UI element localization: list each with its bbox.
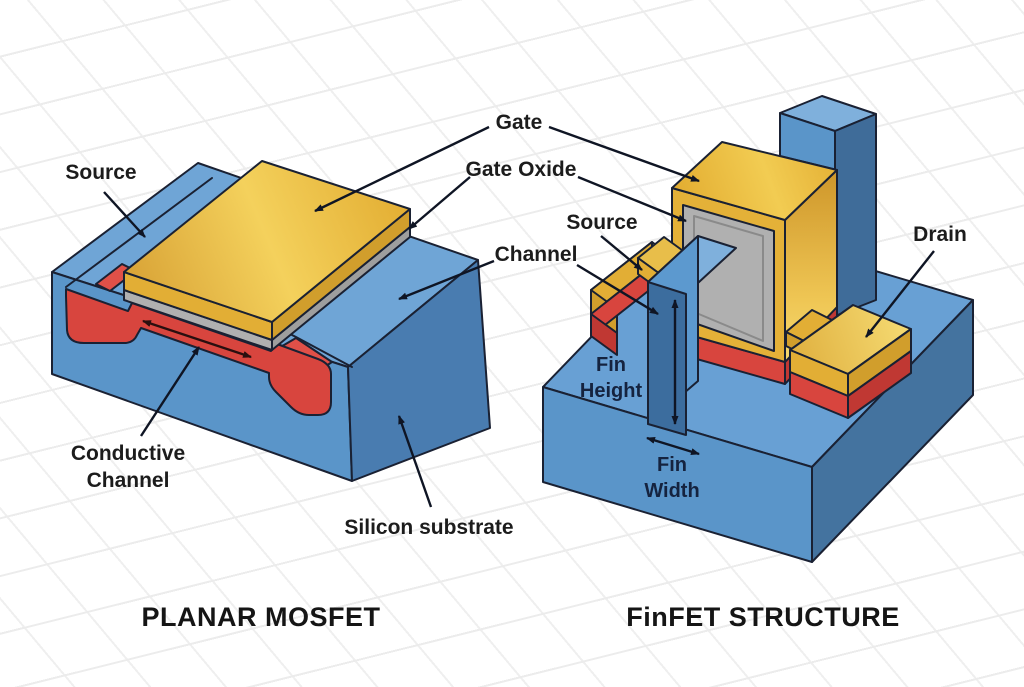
planar-substrate-right-face bbox=[347, 259, 491, 482]
title-finfet-structure: FinFET STRUCTURE bbox=[626, 602, 899, 632]
planar-recess-step-edge bbox=[289, 333, 353, 368]
arrow-gate-to-finfet bbox=[548, 125, 700, 183]
planar-gate-top-face bbox=[123, 160, 411, 323]
arrow-gate-to-planar bbox=[314, 125, 490, 213]
arrow-source-finfet bbox=[600, 235, 643, 271]
arrow-oxide-to-finfet bbox=[577, 175, 687, 223]
arrow-silicon-substrate bbox=[397, 415, 433, 508]
annotation-labels: Source Gate Gate Oxide Source Channel Dr… bbox=[65, 111, 966, 632]
label-gate-oxide: Gate Oxide bbox=[466, 158, 577, 181]
arrow-drain bbox=[865, 250, 935, 338]
planar-channel-current-arrow bbox=[142, 319, 252, 359]
arrow-channel-to-planar bbox=[398, 259, 495, 301]
fin-width-dimension-arrow bbox=[646, 436, 700, 456]
label-gate: Gate bbox=[496, 111, 543, 134]
finfet-drain-red-right bbox=[847, 350, 912, 419]
arrow-conductive-channel bbox=[139, 346, 201, 437]
planar-mosfet-structure bbox=[51, 160, 491, 482]
annotation-arrows bbox=[103, 125, 935, 508]
label-fin-height-line1: Fin bbox=[596, 354, 626, 376]
label-fin-width-line2: Width bbox=[644, 480, 699, 502]
label-fin-width-line1: Fin bbox=[657, 454, 687, 476]
label-conductive-channel-line2: Channel bbox=[87, 469, 170, 492]
label-silicon-substrate: Silicon substrate bbox=[344, 516, 513, 539]
finfet-gate-top-face bbox=[671, 141, 838, 221]
arrow-channel-to-finfet bbox=[576, 263, 659, 316]
planar-diffusion-cross-section bbox=[65, 288, 332, 416]
label-source-planar: Source bbox=[65, 161, 136, 184]
finfet-base-right-face bbox=[811, 299, 974, 563]
finfet-fin-front-face bbox=[647, 281, 687, 436]
label-source-finfet: Source bbox=[566, 211, 637, 234]
arrow-source-planar bbox=[103, 191, 146, 238]
finfet-back-fin-right-face bbox=[834, 113, 877, 317]
label-fin-height-line2: Height bbox=[580, 380, 643, 402]
label-channel: Channel bbox=[495, 243, 578, 266]
label-drain: Drain bbox=[913, 223, 967, 246]
finfet-source-red-front bbox=[590, 313, 618, 356]
label-conductive-channel-line1: Conductive bbox=[71, 442, 185, 465]
arrow-oxide-to-planar bbox=[408, 176, 471, 230]
title-planar-mosfet: PLANAR MOSFET bbox=[142, 602, 381, 632]
finfet-structure bbox=[542, 95, 974, 563]
